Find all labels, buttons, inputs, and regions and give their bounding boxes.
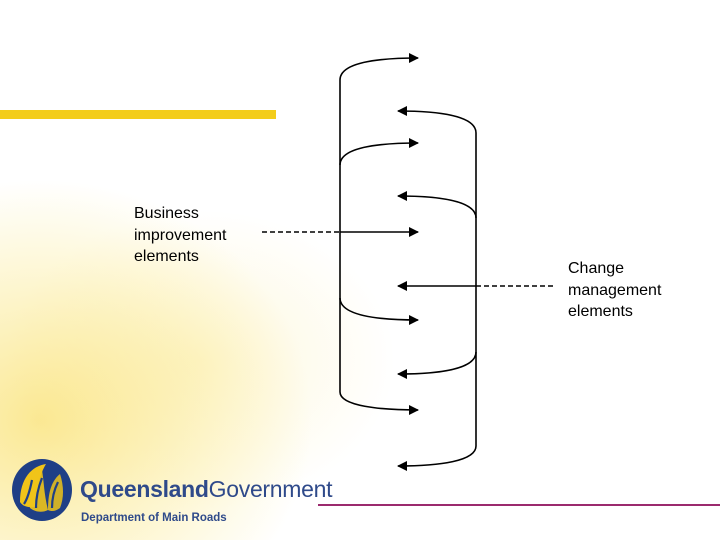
label-line: elements — [134, 248, 199, 265]
queensland-government-wordmark: QueenslandGovernment — [80, 476, 333, 503]
label-line: Change — [568, 260, 625, 277]
arrow-left-4 — [397, 445, 477, 471]
label-line: elements — [568, 303, 633, 320]
arrow-left-1 — [397, 106, 477, 134]
wordmark-bold: Queensland — [80, 476, 209, 502]
label-line: Business — [134, 205, 199, 222]
arrow-left-2 — [397, 191, 477, 219]
arrow-right-4 — [339, 391, 419, 415]
label-line: improvement — [134, 226, 227, 244]
arrow-left-3 — [397, 351, 477, 379]
wordmark-regular: Government — [208, 476, 333, 502]
change-management-label: Change management elements — [568, 258, 661, 323]
arrow-right-1 — [339, 53, 419, 81]
queensland-emblem-icon — [12, 459, 72, 521]
arrow-right-2 — [339, 138, 419, 166]
department-name: Department of Main Roads — [81, 512, 227, 524]
label-line: management — [568, 281, 662, 299]
business-improvement-label: Business improvement elements — [134, 203, 226, 268]
arrow-right-3 — [339, 297, 419, 325]
footer-rule — [318, 504, 720, 506]
accent-bar — [0, 110, 276, 119]
